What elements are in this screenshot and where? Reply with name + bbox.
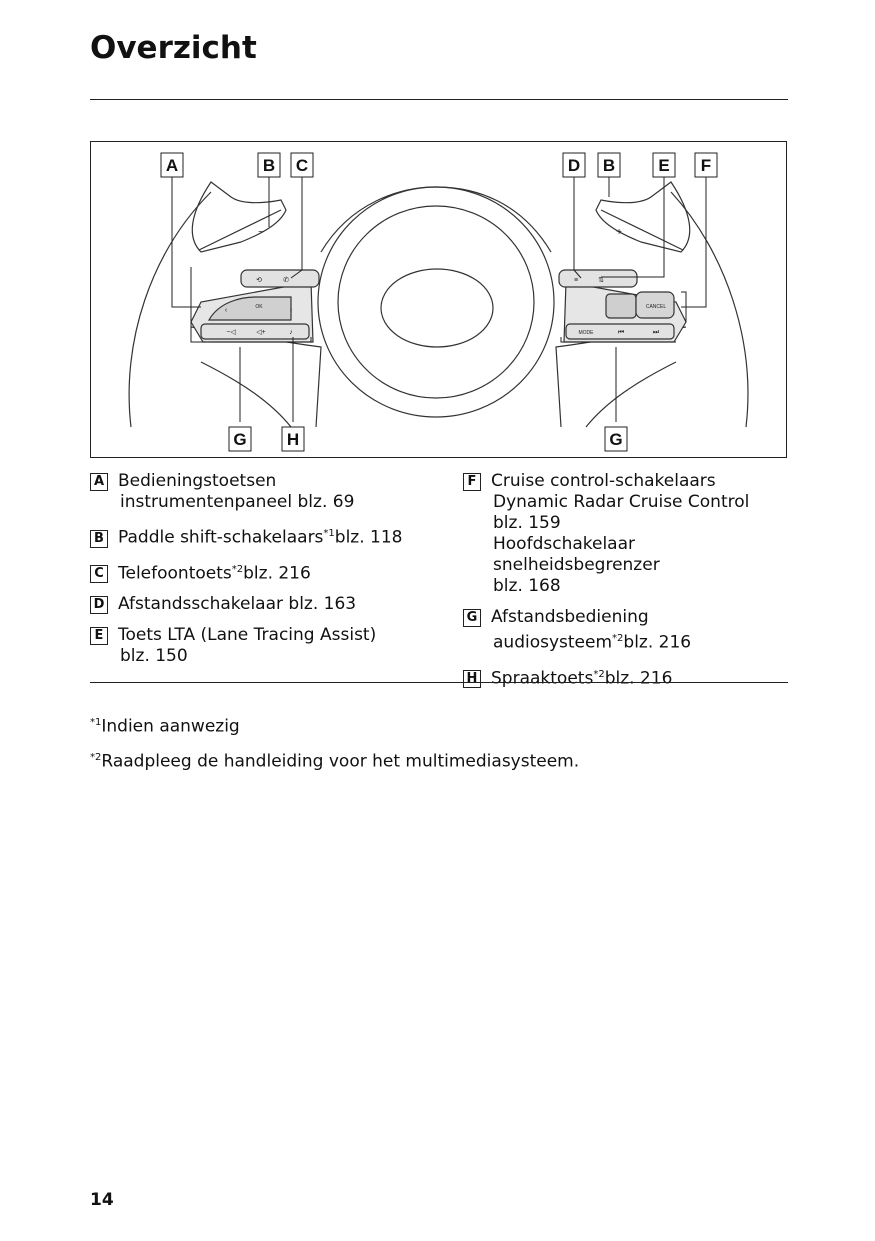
svg-text:H: H: [287, 430, 299, 449]
steering-wheel-illustration: − + ⟲ ✆ ‹ › OK −◁ ◁+ ♪ ≡ ⇅ CANCEL MODE ⏮…: [128, 152, 749, 452]
legend-letter: D: [90, 596, 108, 615]
svg-text:♪: ♪: [289, 329, 293, 336]
svg-text:C: C: [296, 156, 308, 175]
svg-text:›: ›: [290, 307, 293, 314]
svg-text:OK: OK: [255, 304, 263, 310]
svg-text:◁+: ◁+: [256, 329, 265, 336]
legend-letter: F: [463, 473, 481, 491]
legend-letter: E: [90, 627, 108, 646]
footnote: *1Indien aanwezig: [90, 716, 240, 737]
page-title: Overzicht: [90, 30, 257, 66]
header-rule: [90, 99, 788, 100]
svg-text:⟲: ⟲: [256, 277, 262, 284]
svg-text:−◁: −◁: [226, 329, 236, 336]
svg-text:CANCEL: CANCEL: [646, 304, 667, 310]
footnote: *2Raadpleeg de handleiding voor het mult…: [90, 751, 580, 772]
svg-text:E: E: [658, 156, 669, 175]
svg-text:⏮: ⏮: [618, 329, 624, 336]
svg-text:G: G: [233, 430, 246, 449]
svg-text:⏭: ⏭: [653, 329, 660, 336]
svg-text:⇅: ⇅: [598, 277, 604, 284]
svg-text:‹: ‹: [225, 307, 228, 314]
legend-letter: B: [90, 529, 108, 548]
section-rule: [90, 682, 788, 683]
legend-letter: A: [90, 473, 108, 491]
svg-text:A: A: [166, 156, 178, 175]
svg-text:≡: ≡: [574, 277, 578, 284]
svg-text:F: F: [701, 156, 711, 175]
legend-letter: G: [463, 609, 481, 627]
page-number: 14: [90, 1190, 114, 1210]
svg-text:+: +: [616, 227, 622, 238]
svg-text:MODE: MODE: [579, 330, 595, 336]
svg-text:G: G: [609, 430, 622, 449]
svg-text:B: B: [263, 156, 275, 175]
svg-text:✆: ✆: [283, 276, 289, 284]
svg-text:B: B: [603, 156, 615, 175]
svg-text:D: D: [568, 156, 580, 175]
legend-letter: H: [463, 670, 481, 689]
steering-wheel-figure: − + ⟲ ✆ ‹ › OK −◁ ◁+ ♪ ≡ ⇅ CANCEL MODE ⏮…: [90, 141, 787, 458]
svg-text:−: −: [258, 227, 264, 238]
legend-letter: C: [90, 565, 108, 584]
footnotes: *1Indien aanwezig *2Raadpleeg de handlei…: [90, 712, 579, 781]
